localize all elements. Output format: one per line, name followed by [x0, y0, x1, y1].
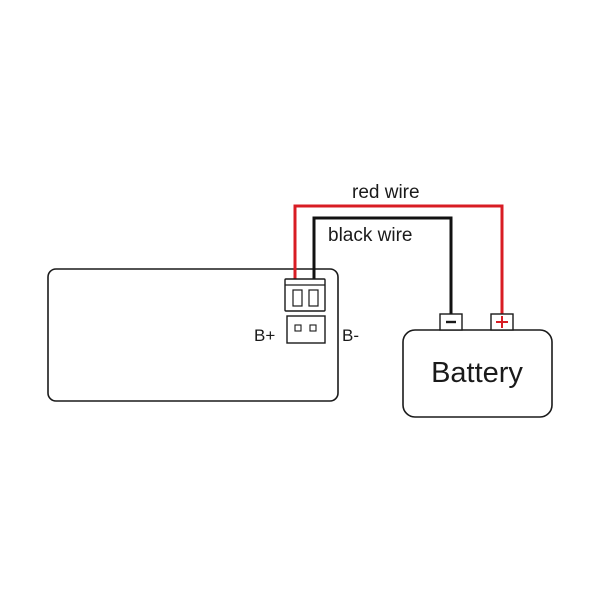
b-plus-label: B+	[254, 326, 275, 345]
black-wire-label: black wire	[328, 225, 412, 246]
battery-label: Battery	[431, 357, 523, 389]
plug-connector-body	[284, 278, 326, 312]
board-socket	[286, 315, 326, 344]
plug-pin-right	[308, 289, 319, 307]
red-wire	[293, 204, 504, 315]
battery-body	[402, 329, 553, 418]
battery: Battery	[402, 313, 553, 418]
plug-pin-left	[292, 289, 303, 307]
device-board	[47, 268, 339, 402]
plug-connector	[284, 278, 326, 312]
b-minus-label: B-	[342, 326, 359, 345]
red-wire-label: red wire	[352, 182, 420, 203]
board-socket-body	[286, 315, 326, 344]
socket-pin-left	[294, 324, 302, 332]
socket-pin-right	[309, 324, 317, 332]
black-wire	[312, 216, 453, 315]
